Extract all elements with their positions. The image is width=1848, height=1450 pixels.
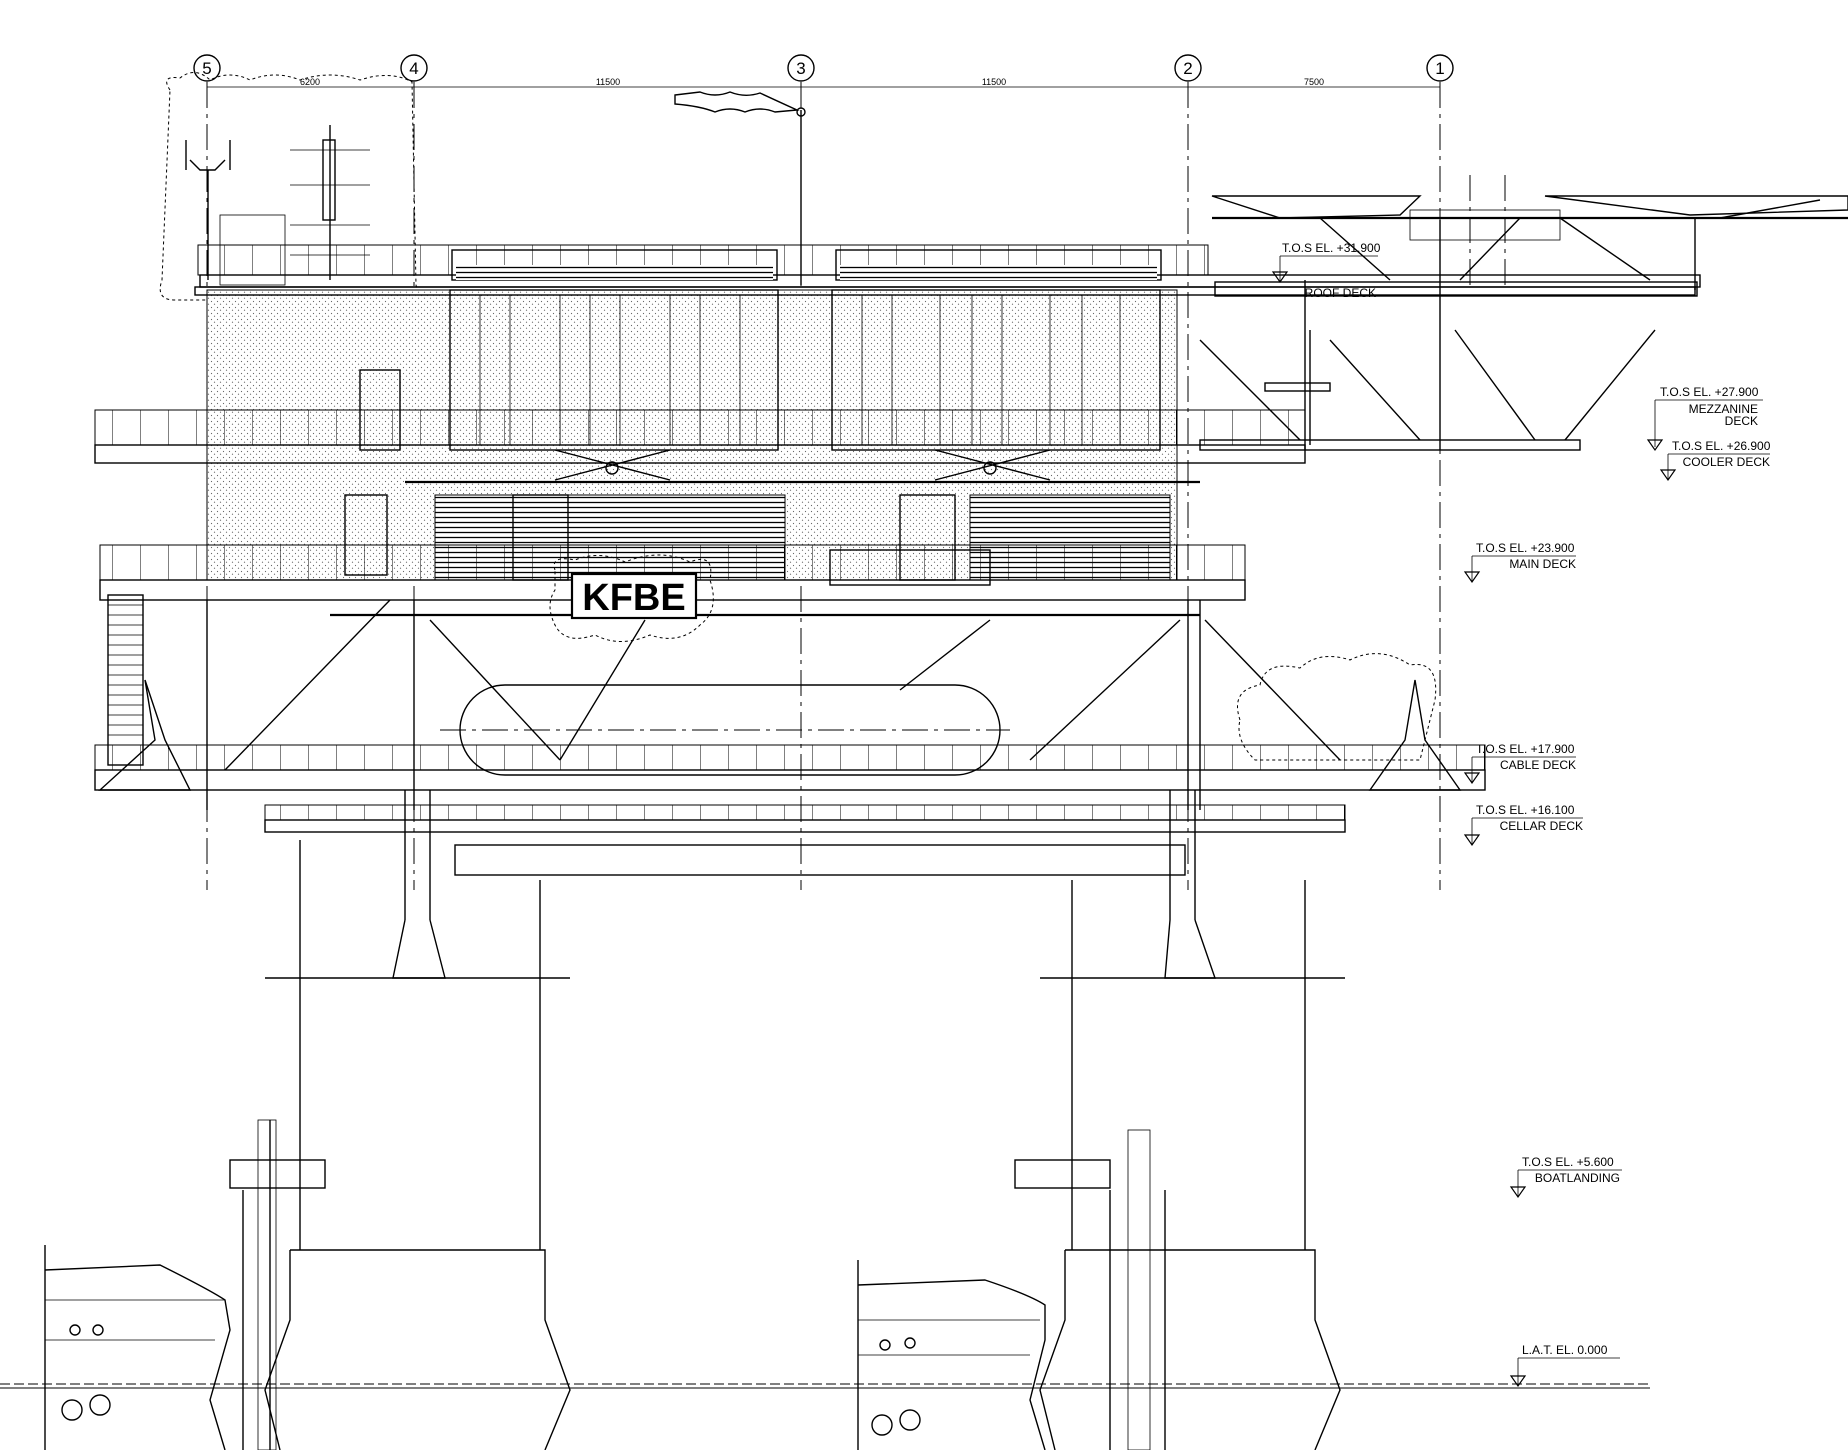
dimension-text: 11500 [596, 77, 620, 87]
cooler-units [449, 289, 1161, 481]
level-name: BOATLANDING [1535, 1171, 1620, 1185]
helideck [1199, 175, 1848, 451]
level-name: COOLER DECK [1683, 455, 1770, 469]
level-elevation: T.O.S EL. +27.900 [1660, 385, 1759, 399]
dimension-text: 11500 [982, 77, 1006, 87]
cable-deck-structure [94, 594, 1486, 810]
grid-axis-label: 5 [202, 59, 211, 78]
water-line [0, 1383, 1650, 1389]
level-marker-main: T.O.S EL. +23.900 MAIN DECK [1463, 541, 1576, 584]
level-name: ROOF DECK [1305, 286, 1376, 300]
supply-boats [44, 1245, 1046, 1450]
signboard-text: KFBE [582, 577, 685, 619]
level-name: DECK [1725, 414, 1758, 428]
level-elevation: T.O.S EL. +26.900 [1672, 439, 1771, 453]
level-elevation: T.O.S EL. +31.900 [1282, 241, 1381, 255]
level-marker-boatlanding: T.O.S EL. +5.600 BOATLANDING [1509, 1155, 1622, 1199]
level-elevation: T.O.S EL. +17.900 [1476, 742, 1575, 756]
jacket-legs [264, 840, 1341, 1450]
platform-signboard: KFBE [549, 554, 714, 642]
roof-mast-equipment [159, 72, 418, 301]
level-marker-roof: T.O.S EL. +31.900 ROOF DECK [1271, 241, 1381, 300]
cellar-deck-structure [264, 790, 1346, 979]
level-markers: T.O.S EL. +31.900 ROOF DECK T.O.S EL. +2… [1271, 241, 1771, 1388]
grid-axis-label: 1 [1435, 59, 1444, 78]
level-name: CELLAR DECK [1500, 819, 1583, 833]
grid-axis-label: 2 [1183, 59, 1192, 78]
level-marker-cooler: T.O.S EL. +26.900 COOLER DECK [1659, 439, 1771, 482]
level-marker-cellar: T.O.S EL. +16.100 CELLAR DECK [1463, 803, 1583, 847]
level-elevation: T.O.S EL. +23.900 [1476, 541, 1575, 555]
level-elevation: L.A.T. EL. 0.000 [1522, 1343, 1608, 1357]
level-name: MEZZANINE [1689, 402, 1758, 416]
grid-bubbles: 5 4 3 2 1 [193, 54, 1454, 82]
level-marker-lat: L.A.T. EL. 0.000 [1509, 1343, 1620, 1388]
level-name: CABLE DECK [1500, 758, 1576, 772]
dimension-labels: 6200 11500 11500 7500 [300, 77, 1324, 87]
dimension-text: 6200 [300, 77, 320, 87]
topside-building [94, 244, 1701, 617]
grid-axis-label: 3 [796, 59, 805, 78]
dimension-text: 7500 [1304, 77, 1324, 87]
level-elevation: T.O.S EL. +5.600 [1522, 1155, 1614, 1169]
level-marker-mezzanine: T.O.S EL. +27.900 MEZZANINE DECK [1646, 385, 1763, 452]
level-elevation: T.O.S EL. +16.100 [1476, 803, 1575, 817]
grid-axis-label: 4 [409, 59, 418, 78]
level-marker-cable: T.O.S EL. +17.900 CABLE DECK [1463, 742, 1576, 785]
level-name: MAIN DECK [1509, 557, 1576, 571]
boat-landings [229, 1119, 1166, 1450]
